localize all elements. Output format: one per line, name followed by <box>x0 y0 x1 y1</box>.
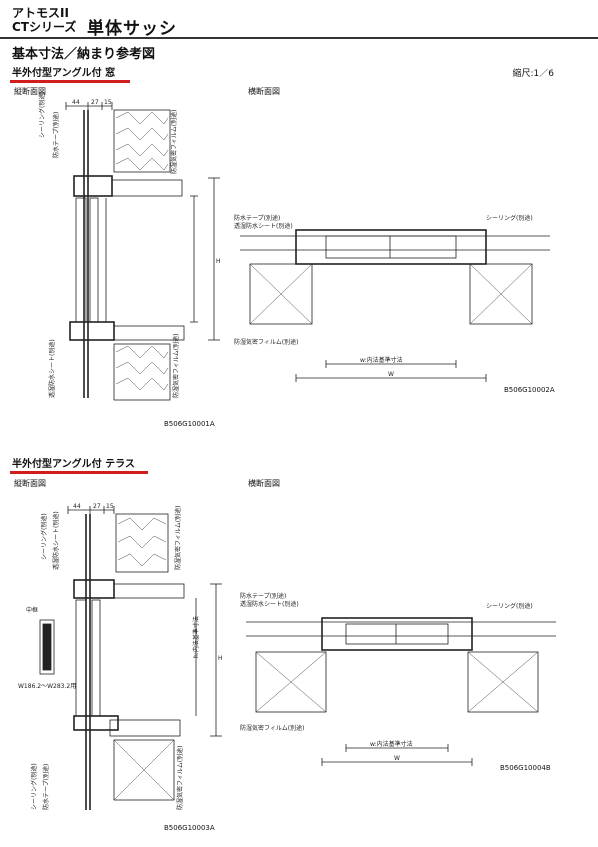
vapor-film-note-h: 防湿気密フィルム(別途) <box>234 338 298 346</box>
waterproof-tape-note-h2: 防水テープ(別途) <box>240 592 286 600</box>
block-1-vertical-drawing: 44 27 15 H シーリング(別途) 防水テープ(別途) 防湿気密フィルム(… <box>38 91 221 401</box>
middle-frame-label: 中框 <box>26 606 38 614</box>
sealing-note-h2: シーリング(別途) <box>486 602 533 610</box>
dim-W-label: W <box>388 371 394 378</box>
series-name: CTシリーズ <box>12 20 77 34</box>
vapor-film-note: 防湿気密フィルム(別途) <box>170 110 178 174</box>
dim-44-label: 44 <box>72 99 80 106</box>
w-inner-label-2: w:内法基準寸法 <box>370 740 413 748</box>
block-1-title: 半外付型アングル付 窓 <box>12 68 116 79</box>
moisture-sheet-note: 透湿防水シート(別途) <box>48 339 56 398</box>
dim-27-label-2: 27 <box>93 503 101 510</box>
vapor-film-note-3: 防湿気密フィルム(別途) <box>174 506 182 570</box>
dim-H-label: H <box>216 258 221 265</box>
dim-W-label-2: W <box>394 755 400 762</box>
moisture-sheet-note-h: 透湿防水シート(別途) <box>234 222 293 230</box>
sealing-note-h: シーリング(別途) <box>486 214 533 222</box>
block-2-horizontal-label: 横断面図 <box>248 479 280 488</box>
block-2-vertical-label: 縦断面図 <box>14 479 46 488</box>
block-2-horizontal-drawing: w:内法基準寸法 W 防水テープ(別途) 透湿防水シート(別途) シーリング(別… <box>240 592 556 766</box>
section-title: 基本寸法／納まり参考図 <box>12 47 156 62</box>
moisture-sheet-note-2: 透湿防水シート(別途) <box>52 511 60 570</box>
dim-44-label-2: 44 <box>73 503 81 510</box>
vapor-film-note-2: 防湿気密フィルム(別途) <box>172 334 180 398</box>
w-inner-label: w:内法基準寸法 <box>360 356 403 364</box>
w-range-label: W186.2～W283.2用 <box>18 683 76 690</box>
block-2-underline <box>10 471 148 474</box>
block-2-vertical-drawing: 44 27 15 中框 W186.2～W283.2用 H h:内法基準寸法 シー… <box>18 503 223 810</box>
waterproof-tape-note-2: 防水テープ(別途) <box>42 764 50 810</box>
block-1-horizontal-drawing: w:内法基準寸法 W 防水テープ(別途) 透湿防水シート(別途) シーリング(別… <box>234 214 550 382</box>
dim-27-label: 27 <box>91 99 99 106</box>
dim-H-label-2: H <box>218 655 223 662</box>
block-2-title: 半外付型アングル付 テラス <box>12 459 135 470</box>
h-inner-label: h:内法基準寸法 <box>192 616 200 658</box>
block-2-horizontal-code: B506G10004B <box>500 764 551 772</box>
moisture-sheet-note-h2: 透湿防水シート(別途) <box>240 600 299 608</box>
sealing-note: シーリング(別途) <box>38 91 46 138</box>
block-1-horizontal-label: 横断面図 <box>248 87 280 96</box>
waterproof-tape-note: 防水テープ(別途) <box>52 112 60 158</box>
block-1-underline <box>10 80 130 83</box>
scale-label: 縮尺:1／6 <box>512 69 555 79</box>
brand-name: アトモスII <box>12 6 69 20</box>
vapor-film-note-4: 防湿気密フィルム(別途) <box>176 746 184 810</box>
waterproof-tape-note-h: 防水テープ(別途) <box>234 214 280 222</box>
header-divider <box>0 37 598 39</box>
vapor-film-note-h2: 防湿気密フィルム(別途) <box>240 724 304 732</box>
block-1-vertical-code: B506G10001A <box>164 420 215 428</box>
product-title: 単体サッシ <box>87 19 177 39</box>
block-1-horizontal-code: B506G10002A <box>504 386 555 394</box>
block-1-vertical-label: 縦断面図 <box>14 87 46 96</box>
dim-15-label: 15 <box>104 99 112 106</box>
dim-15-label-2: 15 <box>106 503 114 510</box>
sealing-note-3: シーリング(別途) <box>30 763 38 810</box>
block-2-vertical-code: B506G10003A <box>164 824 215 832</box>
sealing-note-2: シーリング(別途) <box>40 513 48 560</box>
